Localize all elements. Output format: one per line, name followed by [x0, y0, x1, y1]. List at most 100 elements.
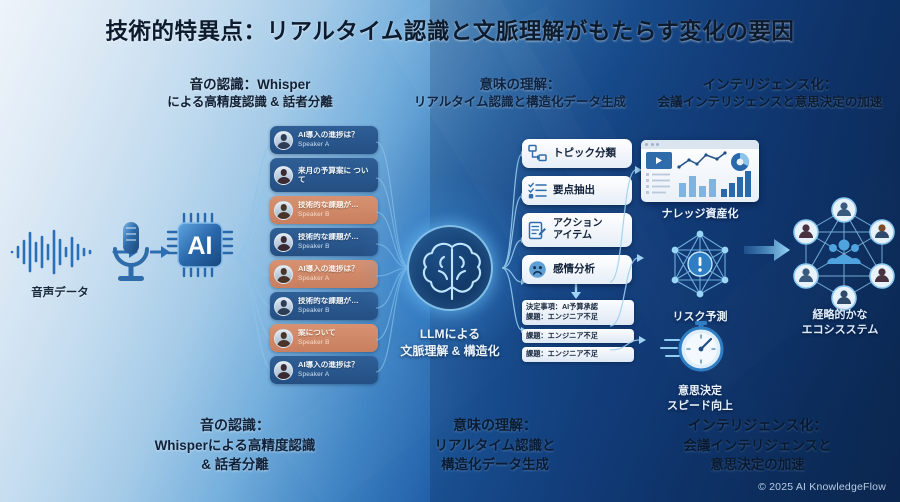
transcript-bubble[interactable]: 技術的な課題が…Speaker B	[270, 196, 378, 224]
column-header-intelligence-line2: 会議インテリジェンスと意思決定の加速	[657, 95, 883, 110]
structured-data-line: 決定事項：AI予算承認	[526, 302, 598, 311]
structured-data-line: 課題：エンジニア不足	[526, 330, 598, 340]
transcript-bubble-text: 来月の予算案に ついて	[298, 166, 371, 185]
caption-meaning-bot: 構造化データ生成	[441, 457, 549, 473]
transcript-message: 来月の予算案に ついて	[298, 165, 369, 184]
transcript-message: AI導入の進捗は？	[298, 131, 359, 140]
transcript-speaker: Speaker A	[298, 141, 330, 149]
sentiment-face-icon	[528, 260, 547, 279]
column-header-meaning-line2: リアルタイム認識と構造化データ生成	[413, 95, 627, 110]
column-header-intelligence: インテリジェンス化： 会議インテリジェンスと意思決定の加速	[640, 76, 900, 111]
transcript-bubble[interactable]: 技術的な課題が…Speaker B	[270, 292, 378, 320]
column-header-audio-line1: 音の認識：Whisper	[189, 77, 311, 92]
transcript-message: 技術的な課題が…	[298, 297, 359, 306]
transcript-speaker: Speaker B	[298, 211, 330, 219]
decision-speed-label-line2: スピード向上	[667, 399, 733, 412]
structured-data-row[interactable]: 決定事項：AI予算承認課題：エンジニア不足	[522, 300, 634, 325]
caption-meaning: 意味の理解： リアルタイム認識と 構造化データ生成	[365, 416, 625, 474]
caption-audio-bot: & 話者分離	[201, 457, 269, 473]
topic-classify-icon	[528, 144, 547, 163]
column-header-meaning-line1: 意味の理解：	[479, 77, 561, 92]
dashboard-titlebar	[641, 140, 759, 149]
transcript-speaker: Speaker B	[298, 339, 330, 347]
stopwatch-icon	[660, 321, 724, 372]
transcript-bubble-text: AI導入の進捗は？Speaker A	[298, 265, 359, 282]
avatar-male-icon	[274, 328, 293, 348]
ai-chip-icon: AI	[166, 212, 234, 278]
microphone-icon	[113, 222, 149, 281]
caption-intelligence-mid: 会議インテリジェンスと	[683, 437, 832, 453]
avatar-female-icon	[274, 360, 293, 380]
structured-data-line: 課題：エンジニア不足	[526, 349, 598, 359]
transcript-bubble-text: AI導入の進捗は？Speaker A	[298, 131, 359, 148]
structured-data-list: 決定事項：AI予算承認課題：エンジニア不足課題：エンジニア不足課題：エンジニア不…	[522, 300, 634, 366]
avatar-male-icon	[274, 296, 293, 316]
analysis-card[interactable]: トピック分類	[522, 139, 632, 168]
caption-meaning-top: 意味の理解：	[453, 417, 537, 433]
analysis-card-label-line2: アイテム	[553, 230, 592, 241]
caption-intelligence-top: インテリジェンス化：	[687, 417, 828, 433]
structured-data-row[interactable]: 課題：エンジニア不足	[522, 328, 634, 344]
chip-label: AI	[188, 232, 213, 260]
decision-speed-item: 意思決定 スピード向上	[645, 318, 755, 414]
transcript-bubble[interactable]: AI導入の進捗は？Speaker A	[270, 356, 378, 384]
transcript-speaker: Speaker B	[298, 307, 330, 315]
analysis-card-label: トピック分類	[553, 147, 616, 160]
llm-brain-node: LLMによる 文脈理解 & 構造化	[360, 178, 540, 358]
risk-prediction-item: リスク予測	[645, 228, 755, 325]
column-header-intelligence-line1: インテリジェンス化：	[702, 77, 838, 92]
analysis-card-label: 要点抽出	[553, 184, 595, 197]
network-alert-icon	[671, 230, 729, 298]
transcript-speaker: Speaker A	[298, 371, 330, 379]
ecosystem-label-line1: 経略的かな	[812, 309, 868, 321]
analysis-card[interactable]: 感情分析	[522, 255, 632, 284]
caption-audio: 音の認識： Whisperによる高精度認識 & 話者分離	[105, 416, 365, 474]
caption-intelligence: インテリジェンス化： 会議インテリジェンスと 意思決定の加速	[625, 416, 890, 474]
analysis-card-label: アクションアイテム	[553, 218, 603, 242]
transcript-bubble-text: 技術的な課題が…Speaker B	[298, 201, 359, 218]
brain-label-line1: LLMによる	[419, 327, 481, 341]
transcript-message: AI導入の進捗は？	[298, 361, 359, 370]
knowledge-asset-item: ナレッジ資産化	[641, 140, 759, 222]
avatar-male-icon	[274, 130, 293, 150]
column-header-meaning: 意味の理解： リアルタイム認識と構造化データ生成	[385, 76, 655, 111]
ecosystem-label: 経略的かな エコシスステム	[780, 308, 900, 339]
avatar-female-icon	[274, 232, 293, 252]
analysis-card-label-line1: アクション	[553, 218, 603, 229]
avatar-female-icon	[274, 165, 293, 185]
decision-speed-label: 意思決定 スピード向上	[645, 384, 755, 414]
decision-speed-label-line1: 意思決定	[678, 385, 722, 397]
caption-meaning-mid: リアルタイム認識と	[434, 437, 556, 453]
transcript-message: 技術的な課題が…	[298, 233, 359, 242]
people-network-icon	[793, 197, 895, 311]
brain-label-line2: 文脈理解 & 構造化	[400, 344, 500, 359]
page-title: 技術的特異点：リアルタイム認識と文脈理解がもたらす変化の要因	[105, 19, 795, 44]
knowledge-asset-label: ナレッジ資産化	[661, 208, 739, 220]
structured-data-line: 課題：エンジニア不足	[526, 312, 598, 322]
transcript-bubble[interactable]: AI導入の進捗は？Speaker A	[270, 126, 378, 154]
checklist-icon	[528, 181, 547, 200]
ecosystem-label-line2: エコシスステム	[801, 324, 879, 337]
analysis-card[interactable]: 要点抽出	[522, 176, 632, 205]
dashboard-content	[646, 151, 751, 197]
brain-icon	[422, 242, 482, 301]
copyright-notice: © 2025 AI KnowledgeFlow	[758, 481, 886, 493]
dashboard-icon	[641, 140, 759, 202]
brain-circle	[407, 225, 493, 311]
brain-label: LLMによる 文脈理解 & 構造化	[364, 326, 536, 361]
transcript-speaker: Speaker A	[298, 275, 330, 283]
group-center-icon	[827, 239, 861, 264]
transcript-bubble[interactable]: 来月の予算案に ついて	[270, 158, 378, 192]
transcript-speaker: Speaker B	[298, 243, 330, 251]
transcript-bubble[interactable]: 技術的な課題が…Speaker B	[270, 228, 378, 256]
avatar-male-icon	[274, 264, 293, 284]
waveform-label: 音声データ	[31, 287, 89, 299]
structured-data-row[interactable]: 課題：エンジニア不足	[522, 347, 634, 362]
analysis-card[interactable]: アクションアイテム	[522, 213, 632, 247]
edit-note-icon	[528, 221, 547, 240]
transcript-bubble-text: 技術的な課題が…Speaker B	[298, 297, 359, 314]
